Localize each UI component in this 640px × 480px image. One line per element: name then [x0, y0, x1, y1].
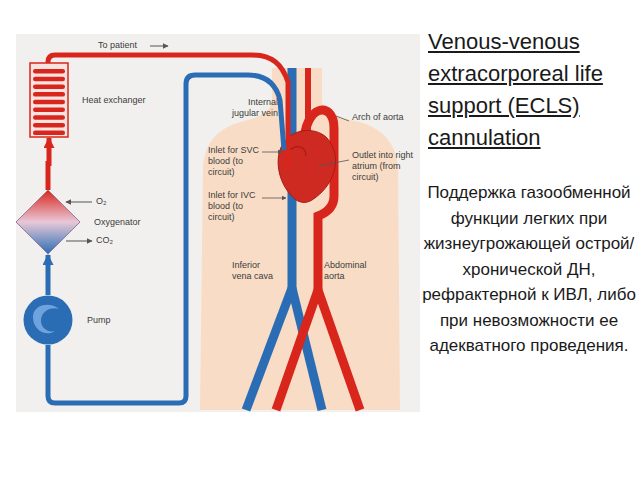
gas-label: CO₂: [96, 235, 113, 246]
coil-winding: [33, 108, 65, 113]
drainage-tube: [48, 75, 284, 403]
component-label: Pump: [87, 315, 111, 325]
tube-connector: [48, 138, 49, 190]
pump-body: [24, 296, 73, 345]
coil-winding: [33, 115, 65, 120]
oxygenator-diamond-shape: [16, 190, 80, 254]
gas-out-arrow: [66, 241, 92, 242]
heat-exchanger-housing: [30, 63, 68, 137]
coil-winding: [33, 77, 65, 82]
flow-arrow: [150, 46, 168, 47]
slide-title: Venous-venous extracorporeal life suppor…: [428, 26, 638, 154]
diagram-panel: [16, 34, 420, 412]
leader-line: [336, 116, 349, 121]
coil-winding: [33, 84, 65, 89]
pump-circle: Pump: [23, 295, 73, 345]
leader-line: [262, 198, 286, 199]
component-label: Oxygenator: [94, 217, 141, 227]
slide-caption: Поддержка газообменной функции легких пр…: [422, 180, 636, 359]
coil-winding: [33, 123, 65, 128]
flow-label: To patient: [98, 40, 137, 51]
component-label: Heat exchanger: [82, 95, 146, 105]
cannula-label: Inlet for SVC blood (to circuit): [208, 145, 264, 177]
leader-line: [318, 160, 349, 166]
vessel-label: Arch of aorta: [352, 112, 404, 123]
tube-connector: [46, 255, 51, 295]
cannula-label: Outlet into right atrium (from circuit): [352, 150, 416, 182]
coil-winding: [33, 100, 65, 105]
heat-exchanger: Heat exchanger: [30, 63, 68, 137]
coil-winding: [33, 69, 65, 74]
heart-detail: [290, 147, 306, 156]
gas-in-arrow: [66, 202, 92, 203]
cannula-label: Inlet for IVC blood (to circuit): [208, 190, 264, 222]
vessel-label: Abdominal aorta: [324, 260, 374, 282]
gas-label: O₂: [96, 196, 107, 207]
oxygenator-diamond: Oxygenator: [16, 190, 80, 254]
iliac-artery: [318, 290, 360, 410]
pump-circle-shape: [23, 295, 73, 345]
leader-line: [262, 152, 282, 153]
coil-winding: [33, 92, 65, 97]
vessel-label: Internal jugular vein: [222, 97, 278, 119]
coil-winding: [33, 131, 65, 136]
iliac-artery: [276, 290, 318, 410]
oxygenator-body: [16, 190, 80, 254]
heat-exchanger-shape: [30, 63, 68, 137]
pump-rotor: [33, 305, 59, 333]
vessel-label: Inferior vena cava: [232, 260, 274, 282]
